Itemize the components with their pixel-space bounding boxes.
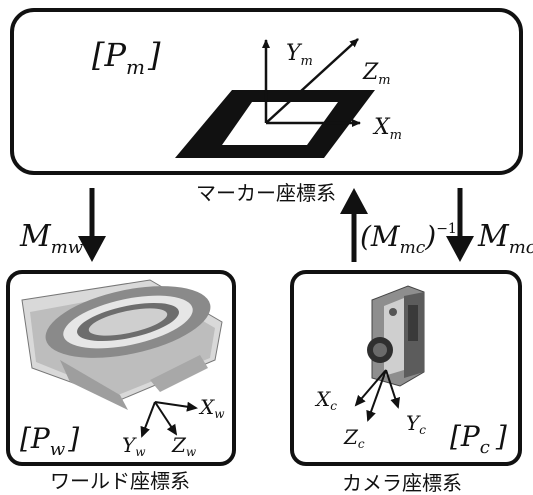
mc-inverse-arrow [340,188,368,262]
camera-z-axis [366,369,387,422]
camera-z-label: Zc [343,425,365,451]
world-x-axis [154,401,198,412]
mc-label: Mmc [477,219,533,258]
camera-x-label: Xc [314,387,337,413]
camera-y-axis [385,369,400,409]
camera-x-axis [354,369,387,407]
marker-y-label: Ym [286,41,313,69]
world-z-axis [154,401,178,436]
camera-icon [367,285,425,387]
marker-z-axis [265,38,359,124]
marker-panel: [Pm] Ym Zm Xm [10,8,523,175]
mc-arrow [446,188,474,262]
camera-p-label: [Pc] [450,420,507,458]
mw-label: Mmw [19,219,84,258]
world-panel: Xw Yw Zw [Pw] [6,270,236,466]
camera-caption: カメラ座標系 [342,471,462,495]
marker-z-label: Zm [362,60,391,88]
world-y-axis [140,401,156,438]
stadium-icon [21,279,223,410]
marker-p-label: [Pm] [92,36,161,79]
world-x-label: Xw [198,395,225,421]
marker-x-label: Xm [372,115,402,143]
camera-panel: Xc Yc Zc [Pc] [290,270,522,466]
camera-y-label: Yc [406,411,426,437]
mc-inverse-label: (Mmc)−1 [360,220,457,258]
world-z-label: Zw [171,433,197,459]
world-y-label: Yw [122,433,146,459]
world-caption: ワールド座標系 [50,469,190,493]
world-p-label: [Pw] [20,422,79,460]
marker-caption: マーカー座標系 [196,181,336,205]
mw-arrow [78,188,106,262]
